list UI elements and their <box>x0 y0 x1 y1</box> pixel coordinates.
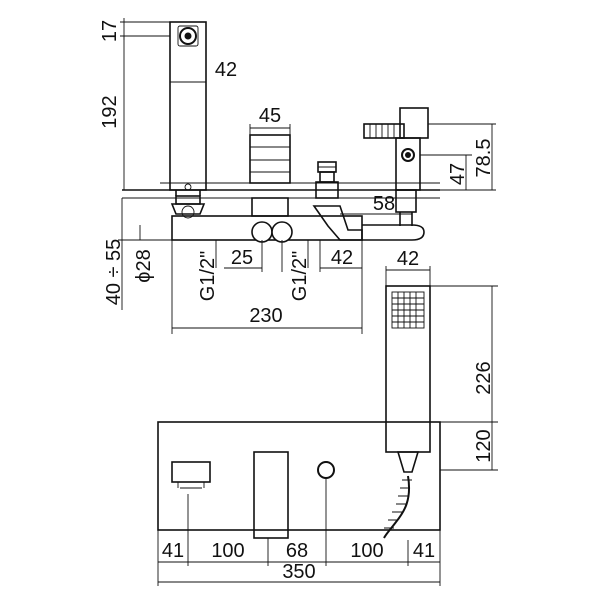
dimension-labels: 17 42 192 45 47 78.5 58 40 ÷ 55 ϕ28 G1/2… <box>99 20 495 583</box>
dim-diameter-28: ϕ28 <box>133 249 155 282</box>
dim-100-right: 100 <box>350 540 383 562</box>
plate-diverter-knob-icon <box>317 461 335 479</box>
spout-outlet-icon <box>179 27 197 45</box>
dim-g12-right: G1/2" <box>289 251 311 301</box>
wall-plate-outline <box>157 421 441 531</box>
mixer-cartridge <box>171 134 363 243</box>
mixer-handle <box>249 134 291 184</box>
diverter-assembly <box>312 161 425 241</box>
dim-40-55: 40 ÷ 55 <box>103 239 125 306</box>
hand-shower-body <box>385 285 431 453</box>
inlet-left-icon <box>251 221 273 243</box>
dimension-lines-top <box>118 18 496 334</box>
dim-47: 47 <box>447 163 469 185</box>
dim-42-valve: 42 <box>331 247 353 269</box>
dim-350: 350 <box>282 561 315 583</box>
plate-outlet <box>171 461 211 483</box>
dim-25: 25 <box>231 247 253 269</box>
spout-body <box>169 21 207 191</box>
hose-port-icon <box>401 148 415 162</box>
dim-58: 58 <box>373 193 395 215</box>
dim-230: 230 <box>249 305 282 327</box>
dim-192: 192 <box>99 95 121 128</box>
dimension-lines-bottom <box>157 478 441 586</box>
hose-connector <box>363 123 405 139</box>
inlet-right-icon <box>271 221 293 243</box>
plate-lever <box>253 451 289 539</box>
dim-41-right: 41 <box>413 540 435 562</box>
dim-68: 68 <box>286 540 308 562</box>
hand-shower <box>383 266 498 539</box>
dim-45: 45 <box>259 105 281 127</box>
spout-assembly <box>169 21 207 219</box>
dim-g12-left: G1/2" <box>197 251 219 301</box>
dim-226: 226 <box>473 361 495 394</box>
dim-42-spout: 42 <box>215 59 237 81</box>
dim-78-5: 78.5 <box>473 139 495 178</box>
dim-41-left: 41 <box>162 540 184 562</box>
dim-120: 120 <box>473 429 495 462</box>
wall-plate <box>157 421 498 539</box>
dim-100-left: 100 <box>211 540 244 562</box>
dim-42-handshower: 42 <box>397 248 419 270</box>
hose-outlet-assembly <box>363 107 429 226</box>
dim-17: 17 <box>99 20 121 42</box>
